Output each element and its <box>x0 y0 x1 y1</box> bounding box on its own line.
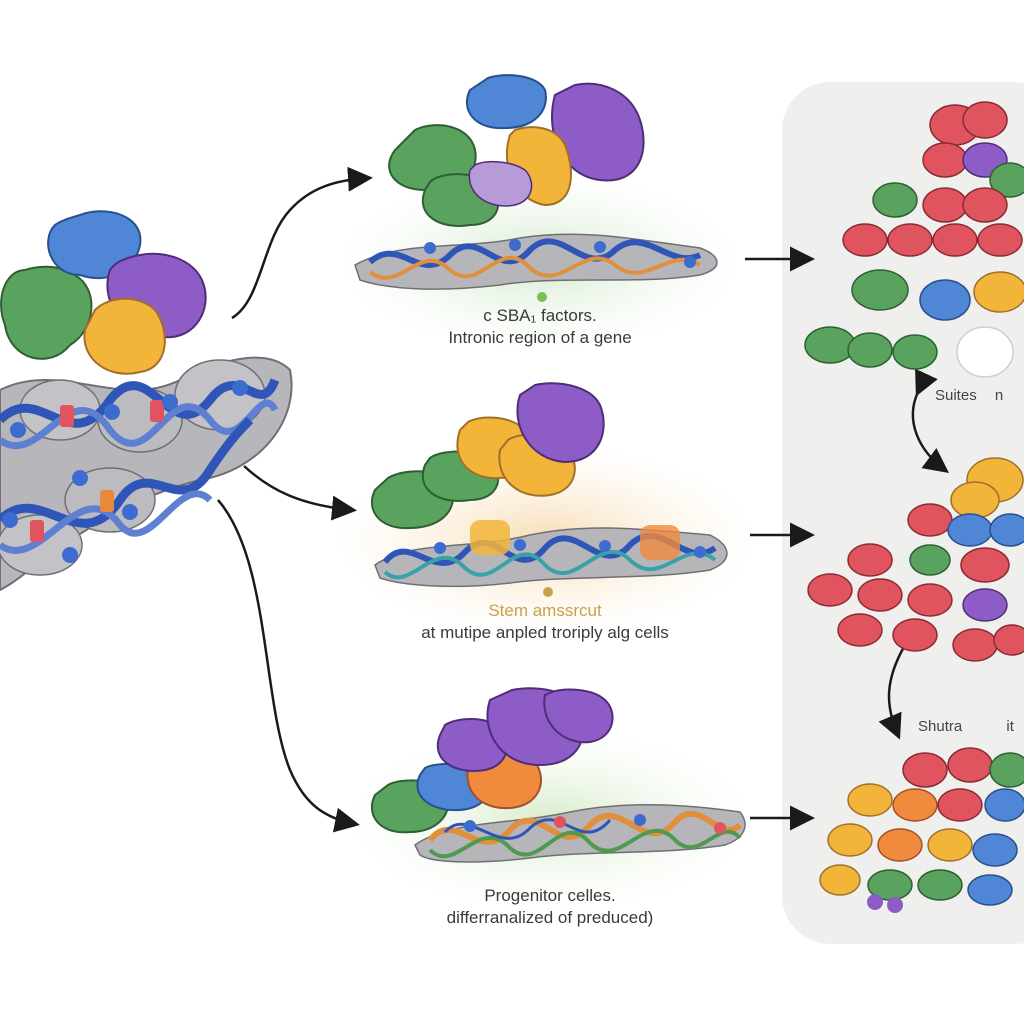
arrow-to-stage-3 <box>217 499 360 833</box>
stage-1-line1: c SBA₁ factors. <box>483 306 597 325</box>
stage-2-line2: at mutipe anpled troriply alg cells <box>421 623 669 642</box>
stage-3-complex <box>370 687 746 863</box>
left-chromatin-complex <box>0 210 293 592</box>
panel-label-bottom: Shutra it <box>918 718 1014 735</box>
panel-label-bottom-text: Shutra <box>918 718 963 735</box>
stage-1-complex <box>354 74 718 302</box>
stage-3-label: Progenitor celles. differranalized of pr… <box>420 885 680 929</box>
panel-label-top-text: Suites <box>935 387 977 404</box>
stage-3-line1: Progenitor celles. <box>484 886 616 905</box>
stage-2-label: Stem amssrcut at mutipe anpled troriply … <box>395 600 695 644</box>
panel-label-bottom-suffix: it <box>1006 718 1014 735</box>
panel-label-top-suffix: n <box>994 387 1004 404</box>
panel-bidirectional-arrow-bottom <box>878 621 926 740</box>
panel-label-top: Suites n <box>935 387 1003 404</box>
arrow-to-stage-1 <box>231 166 373 320</box>
stage-3-line2: differranalized of preduced) <box>446 908 654 927</box>
arrow-to-stage-2 <box>243 465 357 521</box>
panel-bidirectional-arrow-top <box>911 368 950 473</box>
stage-2-line1: Stem amssrcut <box>488 601 602 620</box>
stage-1-label: c SBA₁ factors. Intronic region of a gen… <box>420 305 660 349</box>
stage-2-complex <box>370 382 728 597</box>
panel-cluster-bottom <box>819 747 1024 913</box>
stage-1-line2: Intronic region of a gene <box>448 328 632 347</box>
panel-cluster-middle <box>807 457 1024 662</box>
panel-cluster-top <box>804 101 1024 378</box>
